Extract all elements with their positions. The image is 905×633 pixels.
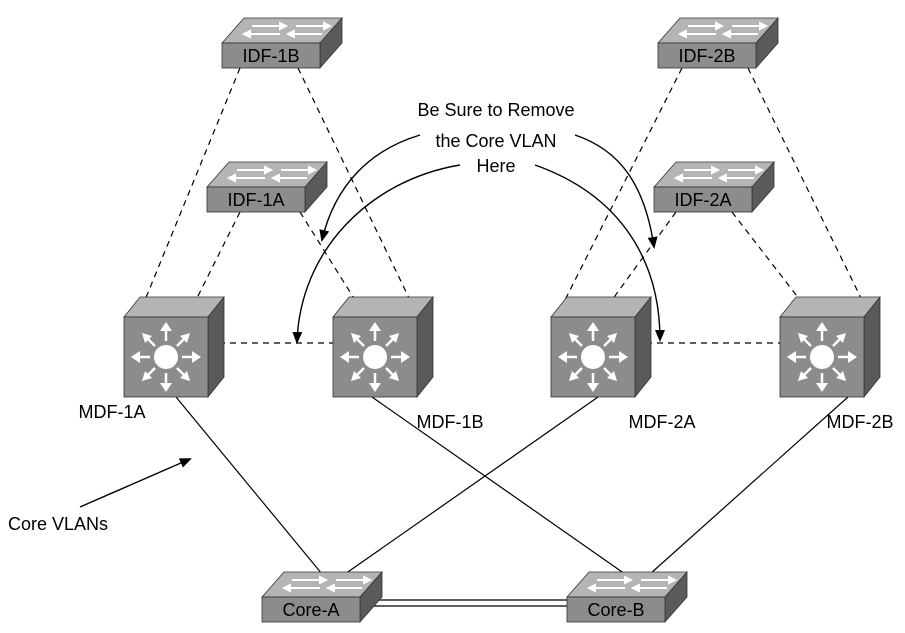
switch-core-b: Core-B [566,570,688,624]
switch-label: IDF-2A [674,190,731,210]
switch-label: IDF-1B [242,46,299,66]
switch-front [566,596,666,623]
callout-arrow-to-mdf-2-link [534,164,665,342]
link-idf-1b-mdf-1b [297,67,411,301]
mls-top [779,296,881,318]
core-vlans-label: Core VLANs [8,514,108,534]
note-line-3: Here [476,156,515,176]
callout-arrow-to-idf-2a-link [574,134,658,249]
mls-top [550,296,652,318]
mls-top [123,296,225,318]
link-mdf-2b-core-b [649,396,849,575]
multilayer-switch-mdf-1a [123,295,225,399]
callout-arrow-to-mdf-1-link [292,164,461,344]
link-mdf-2a-core-a [344,396,599,575]
switch-idf-2a: IDF-2A [653,160,775,214]
switch-label: IDF-2B [678,46,735,66]
core-vlans-arrow [79,458,192,508]
label-mdf-2a: MDF-2A [629,412,696,432]
switch-arrows-icon [226,165,318,183]
switch-arrows-icon [586,575,678,593]
switch-arrows-icon [673,165,765,183]
router-arrows-icon [131,322,201,392]
link-idf-1a-mdf-1b [299,211,356,301]
multilayer-switch-mdf-2b [779,295,881,399]
switch-front [657,42,757,69]
link-idf-1a-mdf-1a [195,211,241,301]
switch-core-a: Core-A [261,570,383,624]
label-mdf-1a: MDF-1A [79,402,146,422]
switch-idf-1b: IDF-1B [221,16,343,70]
remove-core-vlan-note: Be Sure to Remove the Core VLAN Here [292,100,665,344]
switch-idf-2b: IDF-2B [657,16,779,70]
switch-arrows-icon [677,21,769,39]
link-idf-1b-mdf-1a [144,67,241,301]
label-mdf-2b: MDF-2B [827,412,894,432]
label-mdf-1b: MDF-1B [417,412,484,432]
switch-label: Core-B [587,600,644,620]
switch-front [653,186,753,213]
switch-front [221,42,321,69]
switch-idf-1a: IDF-1A [206,160,328,214]
note-line-1: Be Sure to Remove [417,100,574,120]
link-idf-2a-mdf-2a [611,211,677,301]
link-mdf-1a-core-a [175,396,323,575]
mls-top [332,296,434,318]
switch-front [206,186,306,213]
switch-arrows-icon [281,575,373,593]
multilayer-switch-mdf-2a [550,295,652,399]
link-idf-2a-mdf-2b [731,211,801,301]
links-layer [144,67,863,607]
switch-front [261,596,361,623]
note-line-2: the Core VLAN [435,131,556,151]
multilayer-switch-mdf-1b [332,295,434,399]
switch-arrows-icon [241,21,333,39]
switch-label: IDF-1A [227,190,284,210]
callout-arrow-to-idf-1a-link [319,134,421,242]
switch-label: Core-A [282,600,339,620]
router-arrows-icon [558,322,628,392]
link-mdf-1b-core-b [371,396,626,575]
router-arrows-icon [787,322,857,392]
router-arrows-icon [340,322,410,392]
